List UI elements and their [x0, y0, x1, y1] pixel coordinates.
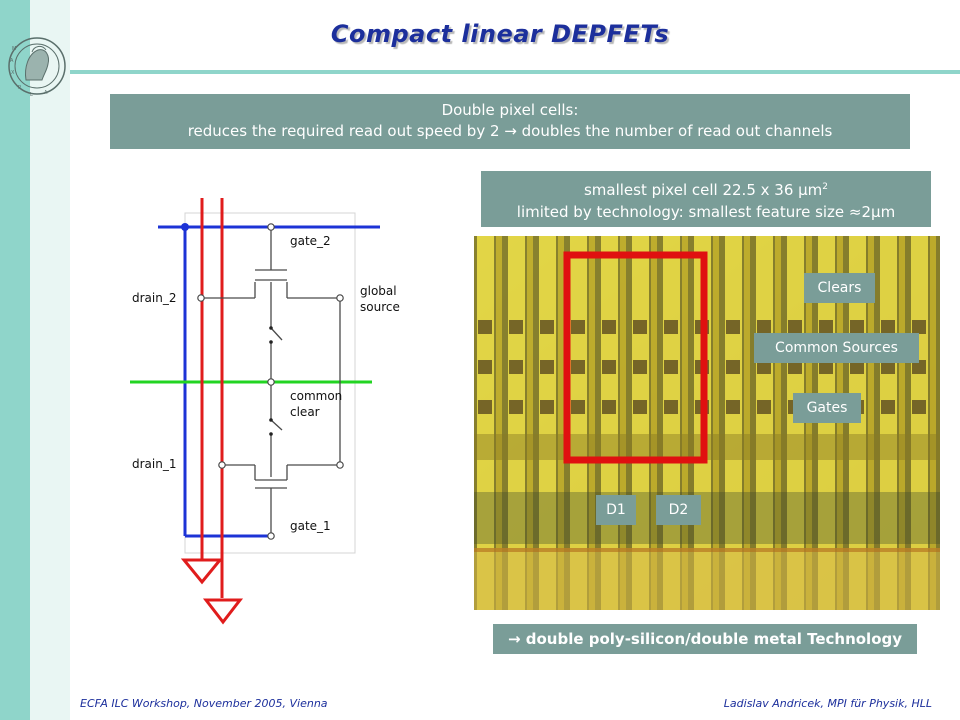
gates-tag: Gates — [793, 393, 861, 423]
drain1-label: drain_1 — [132, 457, 176, 471]
global-label: global — [360, 284, 397, 298]
gate2-label: gate_2 — [290, 234, 331, 248]
svg-text:M: M — [12, 46, 16, 52]
clears-tag: Clears — [804, 273, 875, 303]
gate1-label: gate_1 — [290, 519, 331, 533]
svg-text:L: L — [30, 92, 33, 98]
footer-right: Ladislav Andricek, MPI für Physik, HLL — [723, 697, 932, 710]
double-pixel-banner: Double pixel cells: reduces the required… — [110, 94, 910, 149]
footer-left: ECFA ILC Workshop, November 2005, Vienna — [80, 697, 328, 710]
circuit-diagram: gate_2 global source drain_2 common clea… — [130, 198, 400, 625]
svg-text:X: X — [11, 70, 15, 76]
clear-label: clear — [290, 405, 320, 419]
cell-size-text: smallest pixel cell 22.5 x 36 µm — [583, 181, 823, 199]
common-label: common — [290, 389, 342, 403]
pixel-micrograph — [474, 236, 940, 610]
ground-symbol-1 — [180, 558, 224, 585]
technology-note: → double poly-silicon/double metal Techn… — [493, 624, 917, 654]
source-label: source — [360, 300, 400, 314]
drain2-label: drain_2 — [132, 291, 176, 305]
page-title: Compact linear DEPFETs — [330, 20, 670, 48]
cell-size-line: smallest pixel cell 22.5 x 36 µm2 — [481, 176, 931, 201]
pixel-cell-highlight — [563, 251, 708, 464]
d2-tag: D2 — [656, 495, 701, 525]
banner-heading: Double pixel cells: — [441, 101, 579, 119]
d1-tag: D1 — [596, 495, 636, 525]
pixel-cell-info: smallest pixel cell 22.5 x 36 µm2 limite… — [481, 171, 931, 227]
svg-text:A: A — [10, 58, 14, 64]
svg-text:A: A — [44, 90, 48, 96]
blue-junction — [181, 223, 189, 231]
common-sources-tag: Common Sources — [754, 333, 919, 363]
svg-text:P: P — [18, 85, 21, 91]
sidebar-band — [0, 0, 30, 720]
cell-size-exponent: 2 — [822, 182, 829, 192]
sidebar-shade — [30, 0, 70, 720]
banner-text: reduces the required read out speed by 2… — [187, 122, 833, 140]
ground-symbol-2 — [202, 598, 244, 625]
title-divider — [70, 70, 960, 74]
feature-size-line: limited by technology: smallest feature … — [516, 203, 896, 221]
